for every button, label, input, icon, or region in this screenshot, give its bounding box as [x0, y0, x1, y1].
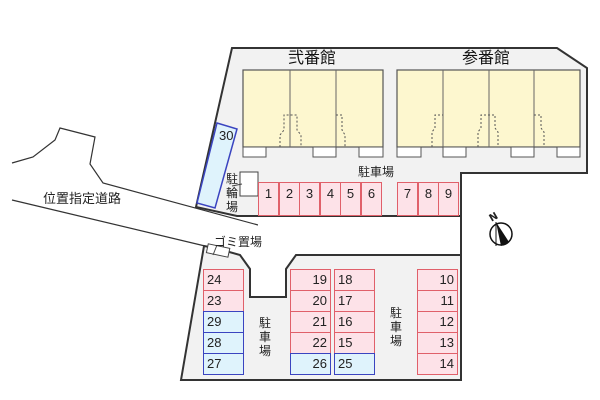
parking-stall-3[interactable]: 3: [299, 182, 320, 216]
stall-number: 2: [285, 186, 294, 201]
parking-stall-11[interactable]: 11: [417, 290, 458, 312]
stall-number: 7: [403, 186, 412, 201]
parking-stall-28[interactable]: 28: [203, 332, 244, 354]
parking-stall-18[interactable]: 18: [334, 269, 375, 291]
stall-number: 25: [338, 356, 353, 371]
bicycle-parking-area: [239, 171, 259, 197]
stall-number: 28: [207, 335, 222, 350]
parking-stall-16[interactable]: 16: [334, 311, 375, 333]
parking-stall-23[interactable]: 23: [203, 290, 244, 312]
stall-number: 22: [312, 335, 327, 350]
parking-label-right: 駐車場: [389, 306, 402, 348]
parking-stall-26[interactable]: 26: [290, 353, 331, 375]
parking-stall-13[interactable]: 13: [417, 332, 458, 354]
stall-number: 20: [312, 293, 327, 308]
stall-number: 15: [338, 335, 353, 350]
parking-stall-9[interactable]: 9: [438, 182, 459, 216]
parking-stall-30: [196, 122, 238, 209]
building-name-ni-bankan: 弐番館: [288, 48, 337, 67]
parking-stall-8[interactable]: 8: [418, 182, 439, 216]
parking-stall-12[interactable]: 12: [417, 311, 458, 333]
stall-30-number: 30: [219, 128, 234, 143]
stall-number: 13: [439, 335, 454, 350]
parking-label-middle: 駐車場: [258, 316, 271, 358]
parking-stall-27[interactable]: 27: [203, 353, 244, 375]
garbage-area-label: ゴミ置場: [214, 235, 263, 249]
parking-stall-1[interactable]: 1: [258, 182, 279, 216]
stall-number: 11: [440, 293, 455, 308]
stall-number: 19: [312, 272, 327, 287]
parking-stall-2[interactable]: 2: [279, 182, 300, 216]
parking-stall-17[interactable]: 17: [334, 290, 375, 312]
parking-stall-29[interactable]: 29: [203, 311, 244, 333]
parking-stall-15[interactable]: 15: [334, 332, 375, 354]
parking-stall-22[interactable]: 22: [290, 332, 331, 354]
stall-number: 21: [312, 314, 327, 329]
building-san-bankan: [396, 69, 581, 158]
parking-stall-20[interactable]: 20: [290, 290, 331, 312]
stall-number: 1: [264, 186, 273, 201]
stall-number: 24: [207, 272, 222, 287]
parking-stall-7[interactable]: 7: [397, 182, 418, 216]
parking-stall-5[interactable]: 5: [340, 182, 361, 216]
stall-number: 8: [424, 186, 433, 201]
parking-stall-24[interactable]: 24: [203, 269, 244, 291]
stall-number: 9: [444, 186, 453, 201]
stall-number: 27: [207, 356, 222, 371]
parking-stall-19[interactable]: 19: [290, 269, 331, 291]
stall-number: 23: [207, 293, 222, 308]
parking-stall-4[interactable]: 4: [320, 182, 341, 216]
building-ni-bankan: [242, 69, 384, 158]
parking-stall-10[interactable]: 10: [417, 269, 458, 291]
parking-stall-6[interactable]: 6: [361, 182, 382, 216]
parking-label-top: 駐車場: [358, 165, 395, 179]
stall-number: 4: [326, 186, 335, 201]
garbage-area: [205, 243, 231, 258]
stall-number: 3: [305, 186, 314, 201]
parking-stall-21[interactable]: 21: [290, 311, 331, 333]
parking-stall-25[interactable]: 25: [334, 353, 375, 375]
stall-number: 29: [207, 314, 222, 329]
parking-stall-14[interactable]: 14: [417, 353, 458, 375]
north-compass-icon: [489, 222, 513, 246]
road-label: 位置指定道路: [43, 192, 122, 207]
stall-number: 16: [338, 314, 353, 329]
stall-number: 26: [312, 356, 327, 371]
building-name-san-bankan: 参番館: [462, 48, 511, 67]
stall-number: 12: [439, 314, 454, 329]
road: [11, 127, 259, 247]
stall-number: 17: [338, 293, 353, 308]
stall-number: 6: [367, 186, 376, 201]
stall-number: 14: [439, 356, 454, 371]
bicycle-parking-label: 駐輪場: [225, 172, 238, 214]
stall-number: 10: [439, 272, 454, 287]
stall-number: 5: [346, 186, 355, 201]
stall-number: 18: [338, 272, 353, 287]
